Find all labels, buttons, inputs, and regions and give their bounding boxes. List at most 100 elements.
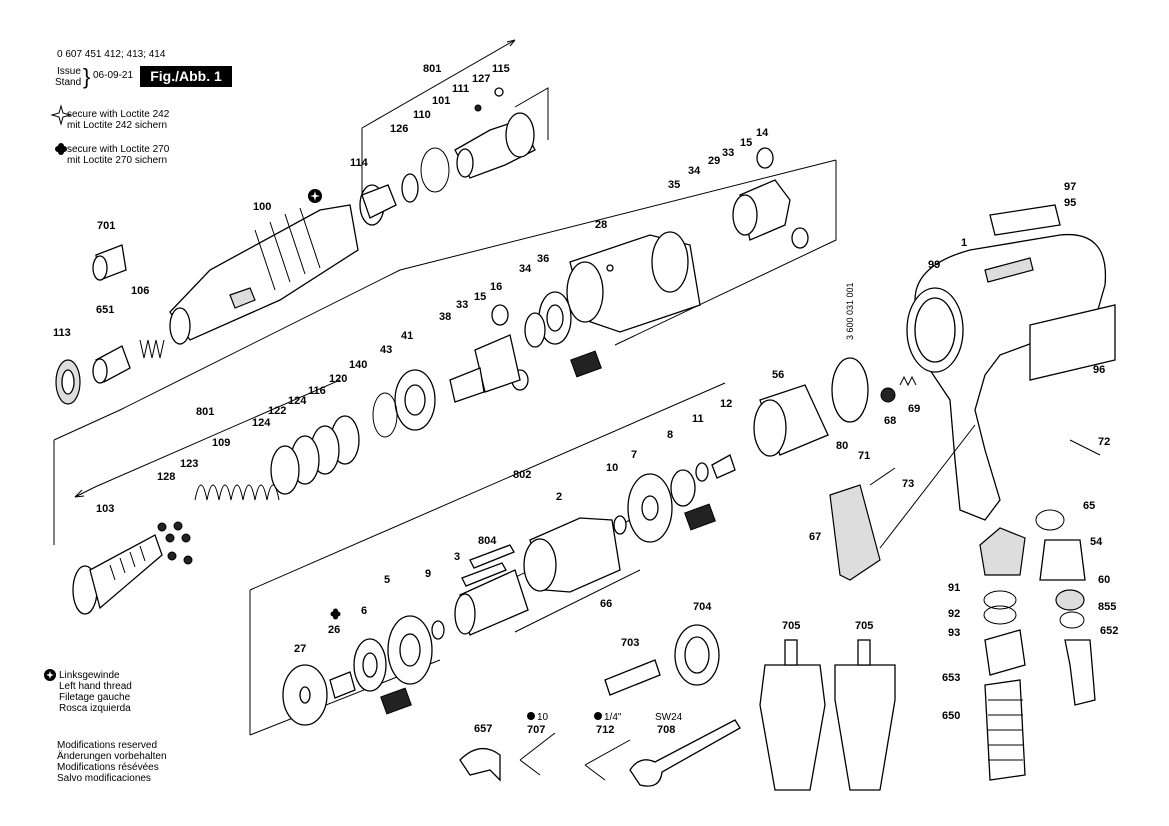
- label-5: 5: [384, 574, 390, 586]
- label-100: 100: [253, 201, 271, 213]
- housing-100: [169, 204, 359, 345]
- handle-705a: [759, 639, 826, 791]
- label-128: 128: [157, 471, 175, 483]
- loctite-270-de: mit Loctite 270 sichern: [67, 155, 168, 166]
- label-11: 11: [692, 413, 704, 425]
- label-3: 3: [454, 551, 460, 563]
- label-54: 54: [1090, 536, 1103, 548]
- size-712: 1/4": [604, 712, 622, 723]
- label-106: 106: [131, 285, 149, 297]
- handle-705b: [834, 639, 896, 791]
- rotor-3: [454, 569, 529, 636]
- label-140: 140: [349, 359, 367, 371]
- silencer-650: [984, 679, 1026, 781]
- label-122: 122: [268, 405, 286, 417]
- label-93: 93: [948, 627, 960, 639]
- ring-43: [372, 392, 398, 438]
- gear-carrier-28: [566, 231, 701, 333]
- label-657: 657: [474, 723, 492, 735]
- label-855: 855: [1098, 601, 1116, 613]
- housing-1: [906, 204, 1116, 521]
- oring-65: [1035, 509, 1065, 531]
- ring-10: [613, 515, 627, 535]
- hex-key-712: [584, 739, 631, 781]
- label-12: 12: [720, 398, 732, 410]
- label-26: 26: [328, 624, 340, 636]
- part-651: [92, 345, 131, 384]
- label-114: 114: [350, 157, 369, 169]
- service-icons: [380, 350, 716, 715]
- size-708: SW24: [655, 712, 683, 723]
- label-60: 60: [1098, 574, 1110, 586]
- label-71: 71: [858, 450, 870, 462]
- label-97: 97: [1064, 181, 1076, 193]
- label-8: 8: [667, 429, 673, 441]
- circlip-110: [420, 147, 450, 193]
- clip-657: [459, 748, 501, 782]
- label-804: 804: [478, 535, 497, 547]
- rod-72: [1069, 439, 1101, 456]
- label-68: 68: [884, 415, 896, 427]
- label-72: 72: [1098, 436, 1110, 448]
- part-numbers: 0 607 451 412; 413; 414: [57, 49, 166, 60]
- spindle-103: [72, 534, 163, 615]
- cap-91: [979, 527, 1026, 576]
- ring-9: [431, 620, 445, 640]
- label-653: 653: [942, 672, 960, 684]
- loctite-242-de: mit Loctite 242 sichern: [67, 120, 168, 131]
- thread-note-es: Rosca izquierda: [59, 703, 131, 714]
- nipple-652: [1064, 639, 1096, 706]
- label-2: 2: [556, 491, 562, 503]
- left-thread-marker-icon: [308, 189, 322, 203]
- washer-27: [282, 664, 328, 726]
- washer-34: [524, 312, 546, 348]
- figure-label: Fig./Abb. 1: [140, 66, 232, 87]
- label-701: 701: [97, 220, 115, 232]
- label-712: 712: [596, 724, 614, 736]
- label-65: 65: [1083, 500, 1095, 512]
- label-124b: 124: [252, 417, 271, 429]
- label-27: 27: [294, 643, 306, 655]
- part-114: [359, 184, 397, 226]
- label-41: 41: [401, 330, 413, 342]
- mods-de: Änderungen vorbehalten: [57, 751, 167, 762]
- label-16: 16: [490, 281, 502, 293]
- label-123: 123: [180, 458, 198, 470]
- fitting-54: [1039, 539, 1086, 581]
- label-29: 29: [708, 155, 720, 167]
- part-653: [984, 629, 1026, 676]
- label-705a: 705: [782, 620, 800, 632]
- label-110: 110: [413, 109, 431, 121]
- mods-en: Modifications reserved: [57, 740, 158, 751]
- bearing-6: [353, 638, 387, 692]
- loctite-242-en: secure with Loctite 242: [67, 109, 170, 120]
- label-66: 66: [600, 598, 612, 610]
- thread-note-fr: Filetage gauche: [59, 692, 131, 703]
- label-67: 67: [809, 531, 821, 543]
- label-652: 652: [1100, 625, 1118, 637]
- part-labels: 801 115 127 111 101 110 126 114 100 701 …: [53, 63, 1118, 736]
- label-33a: 33: [722, 147, 734, 159]
- issue-label: Issue: [57, 66, 81, 77]
- planet-carrier-38: [449, 334, 521, 403]
- label-127: 127: [472, 73, 490, 85]
- pin-71: [869, 467, 896, 486]
- seals-92-93: [983, 590, 1017, 625]
- ball-68: [880, 375, 917, 403]
- balls-128: [157, 521, 193, 565]
- end-plate-5: [387, 615, 433, 685]
- trigger-rod-73: [879, 424, 976, 549]
- label-802: 802: [513, 469, 531, 481]
- cylinder-2: [523, 517, 621, 593]
- label-111: 111: [452, 83, 469, 95]
- spring-109: [194, 484, 280, 501]
- label-10: 10: [606, 462, 618, 474]
- pin-66: [514, 569, 641, 633]
- collet-113: [55, 359, 81, 405]
- label-96: 96: [1093, 364, 1105, 376]
- thread-note-de: Linksgewinde: [59, 670, 120, 681]
- assembly-frames: [53, 39, 837, 736]
- bearing-41: [394, 369, 436, 431]
- label-14: 14: [756, 127, 769, 139]
- label-38: 38: [439, 311, 451, 323]
